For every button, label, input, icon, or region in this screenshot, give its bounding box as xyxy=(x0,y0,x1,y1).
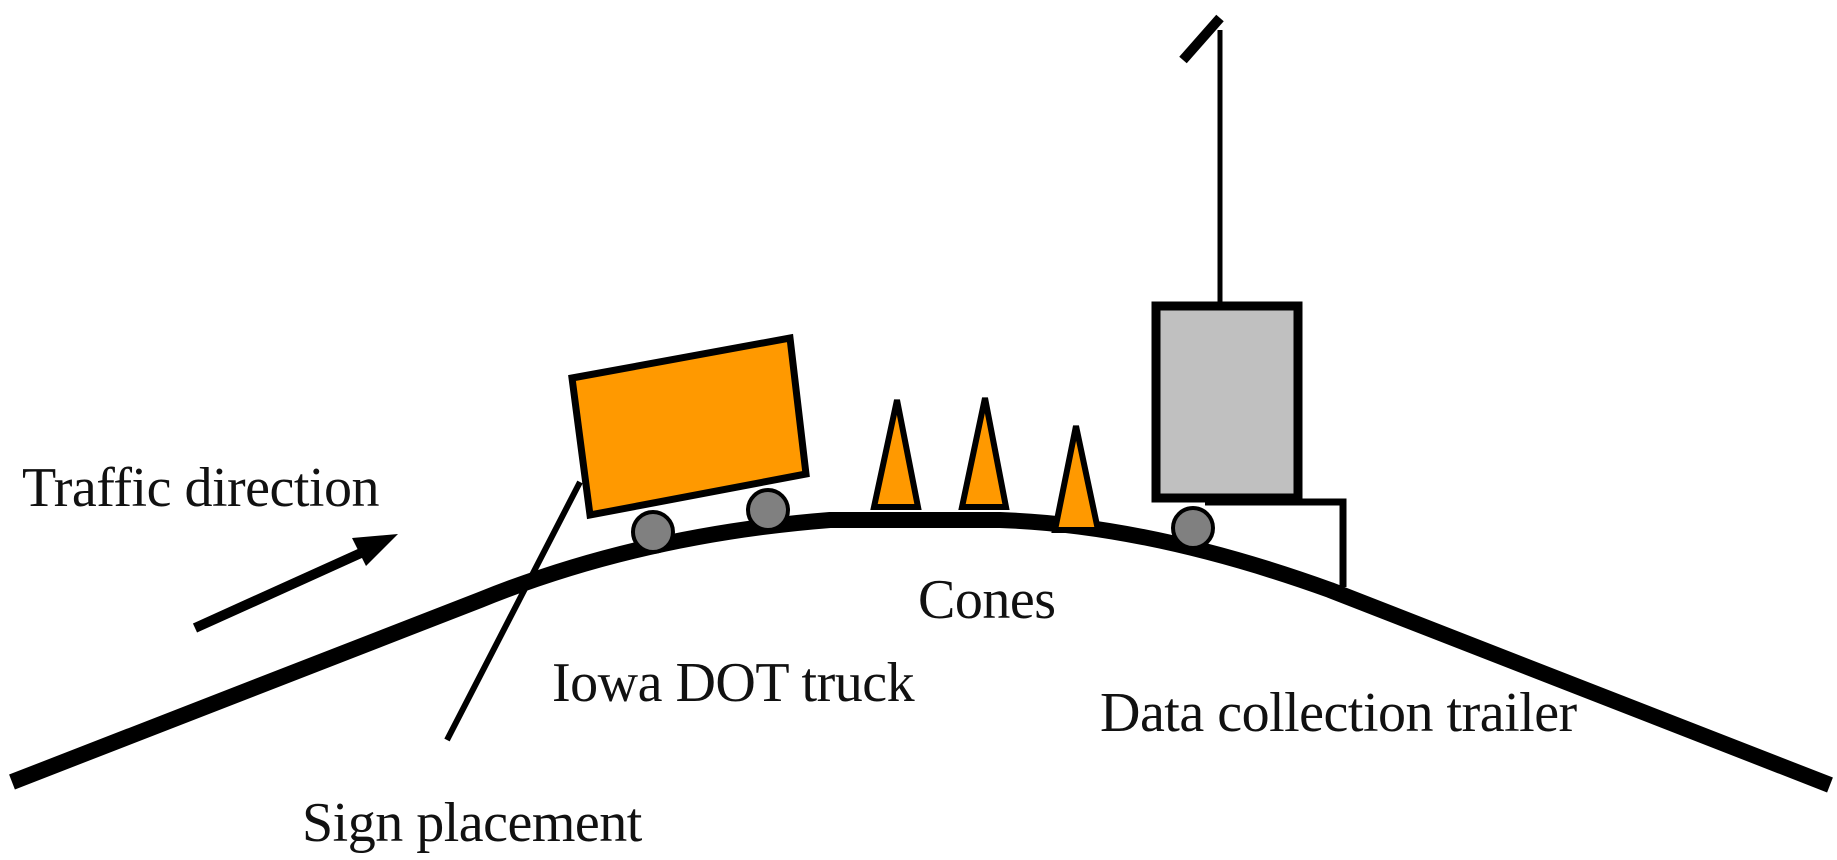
cone-1 xyxy=(870,399,922,510)
cone-2 xyxy=(958,397,1010,510)
iowa-dot-truck-label: Iowa DOT truck xyxy=(552,652,915,714)
data-collection-trailer-label: Data collection trailer xyxy=(1100,682,1577,744)
trailer-icon xyxy=(1151,14,1347,587)
traffic-direction-label: Traffic direction xyxy=(22,457,379,519)
truck-icon xyxy=(568,333,810,554)
cone-3 xyxy=(1051,425,1102,533)
road-crest xyxy=(9,512,1833,793)
traffic-cone-icon xyxy=(870,397,1102,533)
truck-body xyxy=(568,333,810,520)
cones-label: Cones xyxy=(918,569,1056,631)
trailer-body xyxy=(1151,301,1303,503)
sign-pole-icon xyxy=(444,480,583,742)
traffic-direction-arrow xyxy=(192,534,398,633)
trailer-hitch xyxy=(1205,498,1347,587)
sign-placement-label: Sign placement xyxy=(302,792,642,854)
trailer-wheel xyxy=(1171,506,1215,550)
truck-front-wheel xyxy=(746,488,790,532)
truck-rear-wheel xyxy=(631,510,675,554)
antenna-tip xyxy=(1179,14,1224,64)
